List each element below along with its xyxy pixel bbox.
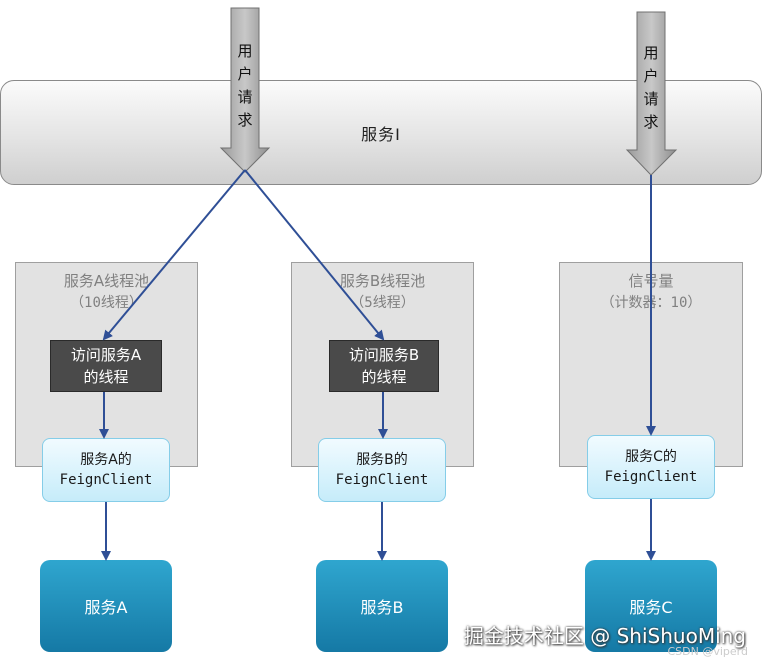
feign-c-line2: FeignClient	[604, 469, 698, 485]
thread-b-line2: 的线程	[361, 368, 407, 386]
arrow-request-to-thread-b	[244, 169, 385, 341]
service-b-box: 服务B	[316, 560, 448, 652]
req-right-char-3: 请	[643, 90, 659, 108]
req-right-char-1: 用	[643, 44, 659, 62]
pool-a-title: 服务A线程池	[63, 272, 150, 290]
service-i-label: 服务I	[361, 124, 401, 144]
feign-client-c: 服务C的 FeignClient	[587, 435, 715, 499]
thread-box-a: 访问服务A 的线程	[50, 340, 162, 392]
service-a-label: 服务A	[84, 598, 128, 617]
feign-client-a: 服务A的 FeignClient	[42, 438, 170, 502]
thread-a-line1: 访问服务A	[70, 346, 142, 364]
feign-c-line1: 服务C的	[625, 449, 677, 465]
watermark-juejin: 掘金技术社区 @ ShiShuoMing	[463, 624, 746, 648]
pool-a-subtitle: （10线程）	[70, 295, 143, 311]
arrow-request-to-thread-a	[102, 169, 246, 341]
req-left-char-1: 用	[237, 42, 253, 60]
req-right-char-2: 户	[643, 67, 659, 85]
pool-b-subtitle: （5线程）	[350, 295, 415, 311]
req-left-char-4: 求	[237, 111, 253, 129]
service-b-label: 服务B	[360, 598, 404, 617]
feign-b-line1: 服务B的	[356, 452, 408, 468]
feign-b-line2: FeignClient	[335, 472, 429, 488]
thread-box-b: 访问服务B 的线程	[329, 340, 439, 392]
req-left-char-2: 户	[237, 65, 253, 83]
thread-b-line1: 访问服务B	[348, 346, 420, 364]
user-request-label-left: 用 户 请 求	[230, 40, 260, 132]
service-c-box: 服务C	[585, 560, 717, 652]
service-a-box: 服务A	[40, 560, 172, 652]
user-request-label-right: 用 户 请 求	[636, 42, 666, 134]
service-c-label: 服务C	[629, 598, 673, 617]
thread-a-line2: 的线程	[83, 368, 129, 386]
pool-b-title: 服务B线程池	[339, 272, 426, 290]
watermark-csdn: CSDN @viperd	[667, 645, 749, 658]
feign-client-b: 服务B的 FeignClient	[318, 438, 446, 502]
feign-a-line2: FeignClient	[59, 472, 153, 488]
user-request-arrow-right	[625, 11, 678, 176]
feign-a-line1: 服务A的	[80, 452, 132, 468]
req-left-char-3: 请	[237, 88, 253, 106]
service-i-bar	[0, 80, 762, 185]
user-request-arrow-left	[219, 7, 271, 173]
req-right-char-4: 求	[643, 113, 659, 131]
